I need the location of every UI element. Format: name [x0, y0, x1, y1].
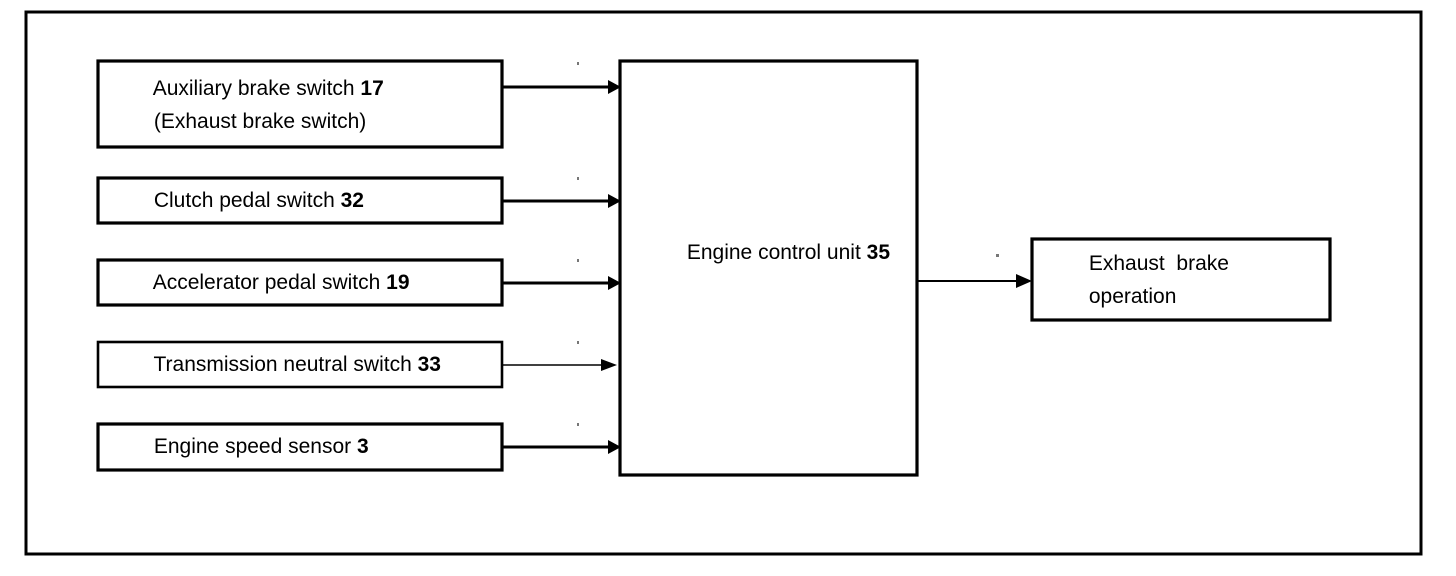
input-box-accelerator-pedal-switch[interactable]: [96, 258, 504, 307]
input-box-clutch-pedal-switch[interactable]: [96, 176, 504, 225]
diagram-outer-border: [24, 10, 1423, 556]
input-label-accelerator-pedal-switch: Accelerator pedal switch 19: [113, 271, 439, 294]
arrowhead-engine-speed-sensor: [608, 440, 621, 454]
scan-speck: [577, 177, 579, 180]
output-label-exhaust-brake-operation-line2: operation: [1048, 285, 1206, 308]
output-box-exhaust-brake-operation[interactable]: [1030, 237, 1332, 322]
arrowhead-exhaust-brake-operation: [1016, 274, 1032, 288]
arrowhead-accelerator-pedal-switch: [608, 276, 621, 290]
input-label-auxiliary-brake-switch-line1: Auxiliary brake switch 17: [113, 77, 413, 100]
controller-box-engine-control-unit[interactable]: [618, 59, 919, 477]
scan-speck: [577, 62, 579, 65]
output-label-exhaust-brake-operation-line1: Exhaust brake: [1048, 252, 1258, 275]
arrowhead-clutch-pedal-switch: [608, 194, 621, 208]
arrowhead-transmission-neutral-switch: [601, 359, 617, 371]
scan-speck: [996, 254, 999, 257]
input-label-clutch-pedal-switch: Clutch pedal switch 32: [113, 189, 393, 212]
input-label-auxiliary-brake-switch-line2: (Exhaust brake switch): [113, 110, 395, 133]
input-label-transmission-neutral-switch: Transmission neutral switch 33: [113, 353, 470, 376]
arrowhead-auxiliary-brake-switch: [608, 80, 621, 94]
scan-speck: [577, 423, 579, 426]
scan-speck: [577, 341, 579, 344]
input-box-auxiliary-brake-switch[interactable]: [96, 59, 504, 149]
controller-label-engine-control-unit: Engine control unit 35: [646, 241, 919, 264]
input-box-transmission-neutral-switch[interactable]: [96, 340, 504, 389]
scan-speck: [577, 259, 579, 262]
input-label-engine-speed-sensor: Engine speed sensor 3: [113, 435, 398, 458]
